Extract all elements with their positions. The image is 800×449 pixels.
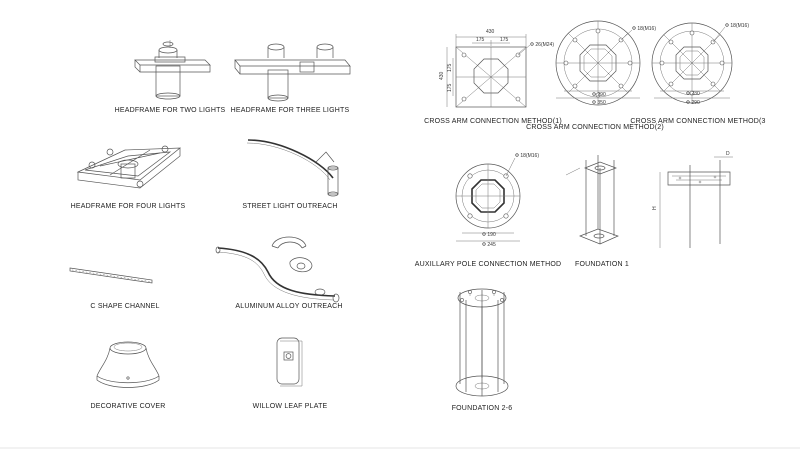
c-shape-channel-drawing [69,267,153,284]
label-headframe-two-lights: HEADFRAME FOR TWO LIGHTS [114,107,226,114]
label-foundation-2-6: FOUNDATION 2-6 [451,405,513,412]
aluminum-alloy-outreach-drawing [215,236,340,303]
headframe-four-lights-drawing [76,145,182,189]
label-headframe-four-lights: HEADFRAME FOR FOUR LIGHTS [70,203,186,210]
dim-175-b: 175 [500,37,509,43]
street-light-outreach-drawing [246,139,339,197]
cross-arm-method-1-drawing: 430 175 175 430 175 175 Φ 26(M24) [439,29,554,108]
label-street-light-outreach: STREET LIGHT OUTREACH [242,203,338,210]
label-cross-arm-method-2: CROSS ARM CONNECTION METHOD(2) [526,124,664,131]
auxiliary-pole-connection-drawing: Φ 190 Φ 245 Φ 18(M16) [455,153,539,248]
headframe-two-lights-drawing [134,40,211,100]
label-willow-leaf-plate: WILLOW LEAF PLATE [252,403,328,410]
dim-phi-230-m3: Φ 230 [686,91,700,97]
label-decorative-cover: DECORATIVE COVER [90,403,166,410]
cross-arm-method-2-drawing: Φ 290 Φ 350 Φ 18(M16) [555,20,656,106]
dim-175-left-b: 175 [447,83,453,92]
dim-phi-350-m2: Φ 350 [592,100,606,106]
dim-h: H [652,206,658,210]
willow-leaf-plate-drawing [276,337,303,387]
label-c-shape-channel: C SHAPE CHANNEL [90,303,160,310]
label-headframe-three-lights: HEADFRAME FOR THREE LIGHTS [230,107,350,114]
foundation-1-drawing [565,155,619,245]
hole-18-m16-m2: Φ 18(M16) [632,26,656,32]
foundation-2-6-drawing [455,288,509,397]
foundation-bolt-side-drawing: D H [652,151,733,248]
dim-phi-245-aux: Φ 245 [482,242,496,248]
dim-phi-190-aux: Φ 190 [482,232,496,238]
dim-175-a: 175 [476,37,485,43]
label-cross-arm-method-3: CROSS ARM CONNECTION METHOD(3 [630,118,766,125]
label-cross-arm-method-1: CROSS ARM CONNECTION METHOD(1) [424,118,562,125]
label-foundation-1: FOUNDATION 1 [575,261,629,268]
hole-26-m24: Φ 26(M24) [530,42,554,48]
dim-430-left: 430 [439,71,445,80]
cross-arm-method-3-drawing: Φ 230 Φ 290 Φ 18(M16) [651,22,749,106]
decorative-cover-drawing [96,341,160,388]
dim-430-top: 430 [486,29,495,35]
hole-18-m16-m3: Φ 18(M16) [725,23,749,29]
dim-175-left-a: 175 [447,63,453,72]
dim-d: D [726,151,730,157]
dim-phi-290-m3: Φ 290 [686,100,700,106]
label-aluminum-alloy-outreach: ALUMINUM ALLOY OUTREACH [235,303,343,310]
dim-phi-290-m2: Φ 290 [592,92,606,98]
headframe-three-lights-drawing [234,43,351,102]
label-auxiliary-pole-connection: AUXILLARY POLE CONNECTION METHOD [414,261,562,268]
hole-18-m16-aux: Φ 18(M16) [515,153,539,159]
